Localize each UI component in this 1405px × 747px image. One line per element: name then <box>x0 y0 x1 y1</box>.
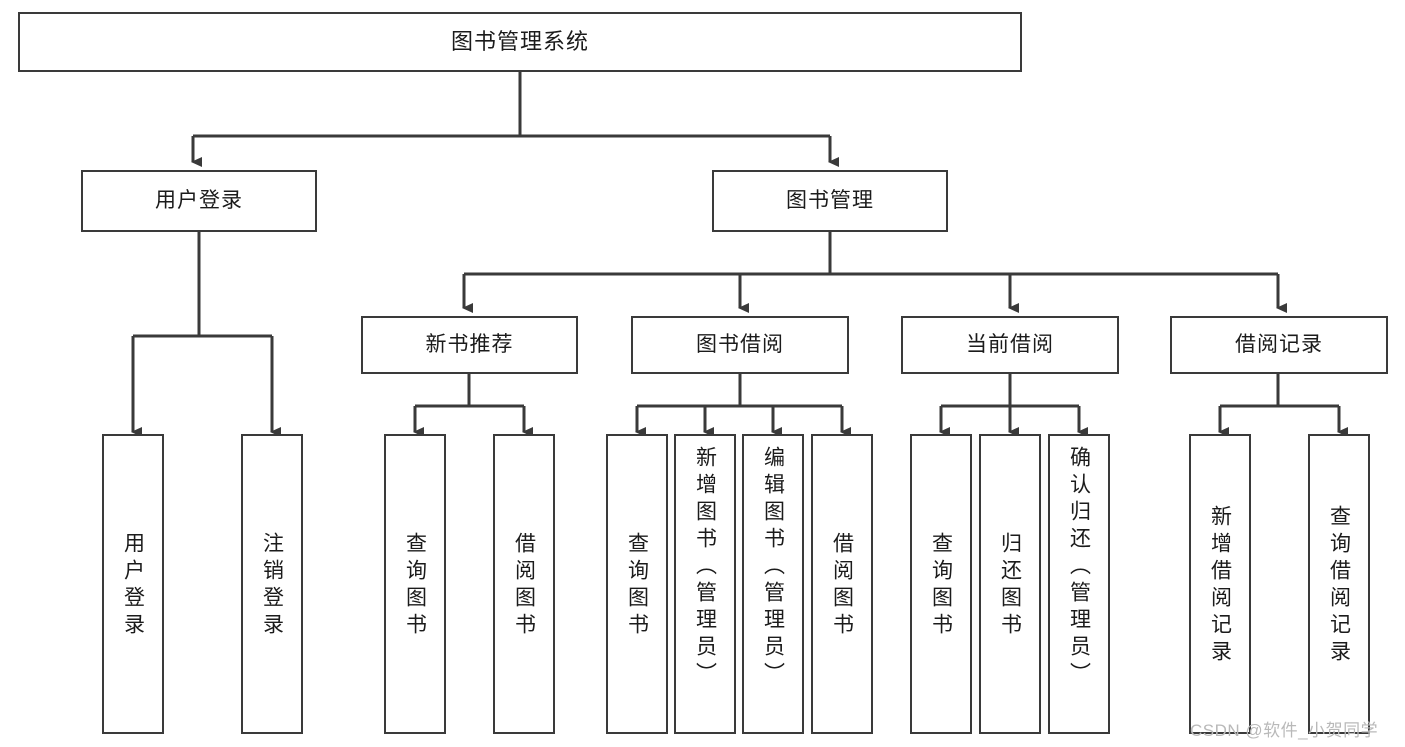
leaf-confirm-return-label: 确认归还（管理员） <box>1067 446 1091 689</box>
node-borrow-record[interactable]: 借阅记录 <box>1170 316 1388 374</box>
leaf-borrow-book-2-label: 借阅图书 <box>830 532 854 640</box>
leaf-query-record-label: 查询借阅记录 <box>1327 505 1351 667</box>
node-new-book-recommend-label: 新书推荐 <box>425 333 514 357</box>
node-user-login[interactable]: 用户登录 <box>81 170 317 232</box>
node-root-label: 图书管理系统 <box>450 28 589 54</box>
leaf-query-book-3-label: 查询图书 <box>929 532 953 640</box>
leaf-edit-book[interactable]: 编辑图书（管理员） <box>742 434 804 734</box>
leaf-logout-label: 注销登录 <box>260 532 284 640</box>
leaf-add-book[interactable]: 新增图书（管理员） <box>674 434 736 734</box>
node-book-manage-label: 图书管理 <box>786 189 874 213</box>
node-book-borrow-label: 图书借阅 <box>696 333 784 357</box>
leaf-query-book-1[interactable]: 查询图书 <box>384 434 446 734</box>
leaf-return-book-label: 归还图书 <box>998 532 1022 640</box>
leaf-edit-book-label: 编辑图书（管理员） <box>761 446 785 689</box>
leaf-borrow-book-1[interactable]: 借阅图书 <box>493 434 555 734</box>
node-book-borrow[interactable]: 图书借阅 <box>631 316 849 374</box>
node-new-book-recommend[interactable]: 新书推荐 <box>361 316 578 374</box>
node-book-manage[interactable]: 图书管理 <box>712 170 948 232</box>
leaf-query-book-2-label: 查询图书 <box>625 532 649 640</box>
leaf-query-book-3[interactable]: 查询图书 <box>910 434 972 734</box>
leaf-add-book-label: 新增图书（管理员） <box>693 446 717 689</box>
leaf-borrow-book-2[interactable]: 借阅图书 <box>811 434 873 734</box>
node-borrow-record-label: 借阅记录 <box>1235 333 1323 357</box>
node-current-borrow-label: 当前借阅 <box>966 333 1054 357</box>
leaf-user-login[interactable]: 用户登录 <box>102 434 164 734</box>
leaf-logout[interactable]: 注销登录 <box>241 434 303 734</box>
node-root[interactable]: 图书管理系统 <box>18 12 1022 72</box>
leaf-borrow-book-1-label: 借阅图书 <box>512 532 536 640</box>
node-user-login-label: 用户登录 <box>155 189 243 213</box>
leaf-add-record[interactable]: 新增借阅记录 <box>1189 434 1251 734</box>
leaf-user-login-label: 用户登录 <box>121 532 145 640</box>
leaf-query-book-2[interactable]: 查询图书 <box>606 434 668 734</box>
leaf-query-book-1-label: 查询图书 <box>403 532 427 640</box>
leaf-add-record-label: 新增借阅记录 <box>1208 505 1232 667</box>
leaf-query-record[interactable]: 查询借阅记录 <box>1308 434 1370 734</box>
leaf-confirm-return[interactable]: 确认归还（管理员） <box>1048 434 1110 734</box>
leaf-return-book[interactable]: 归还图书 <box>979 434 1041 734</box>
csdn-watermark: CSDN @软件_小贺同学 <box>1190 721 1379 740</box>
node-current-borrow[interactable]: 当前借阅 <box>901 316 1119 374</box>
